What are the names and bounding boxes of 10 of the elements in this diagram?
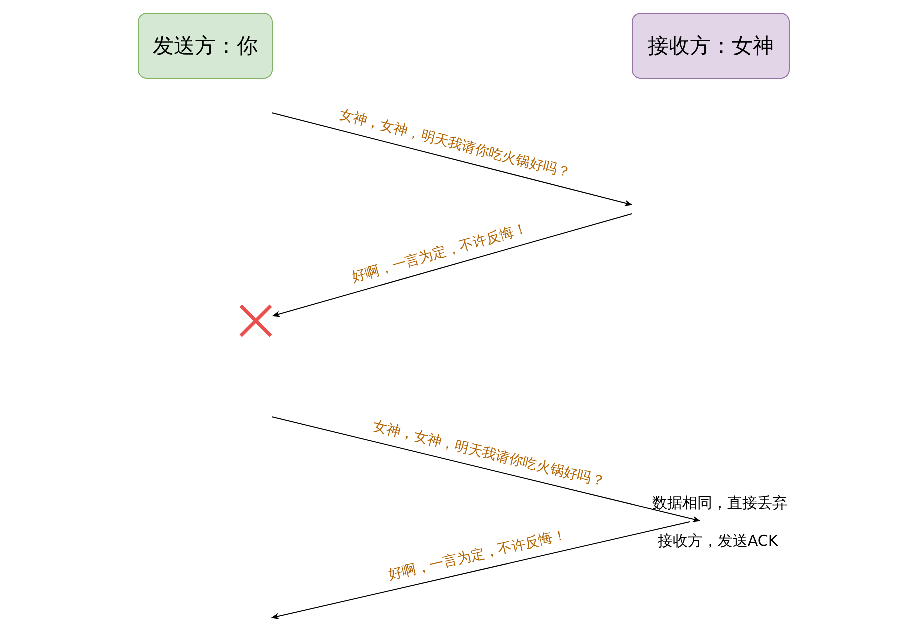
participant-name: 接收方：女神 — [648, 33, 774, 60]
cross-mark-icon — [239, 304, 273, 338]
note-text: 数据相同，直接丢弃 — [652, 494, 788, 512]
arrow — [272, 214, 632, 318]
participant-box — [632, 13, 790, 79]
participant-name: 发送方：你 — [153, 33, 258, 60]
note-text: 接收方，发送ACK — [658, 532, 778, 550]
arrow — [271, 522, 690, 620]
participant-box — [138, 13, 273, 79]
arrow — [272, 416, 701, 522]
